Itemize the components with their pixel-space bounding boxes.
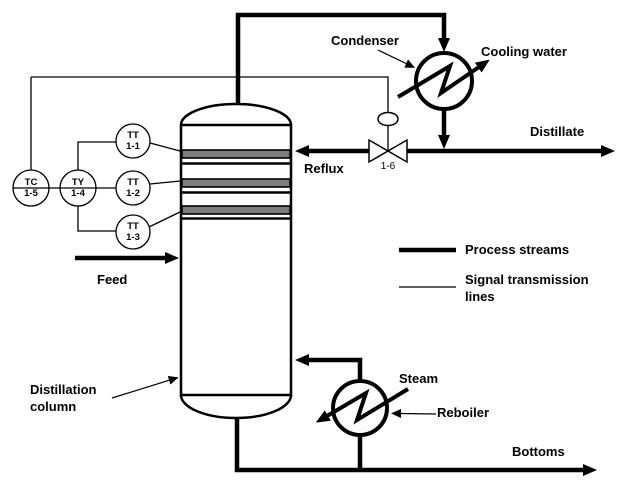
column-bottom-dome [179, 394, 293, 420]
column-shell [179, 123, 293, 397]
feed-label: Feed [97, 272, 128, 287]
instrument-tag-tc-1-5: TC 1-5 [9, 177, 53, 199]
column-pointer-arrow [111, 375, 179, 399]
column-top-dome [179, 102, 293, 126]
tt3-tag-number: 1-3 [126, 232, 140, 243]
tc-tag-number: 1-5 [24, 188, 38, 199]
steam-label: Steam [399, 371, 439, 386]
bottoms-label: Bottoms [512, 444, 565, 459]
legend-process-streams-label: Process streams [465, 242, 570, 257]
bottoms-line [234, 417, 597, 476]
reflux-label: Reflux [304, 161, 344, 176]
condenser-pointer-arrow [377, 49, 416, 68]
tt3-tag-letters: TT [127, 221, 139, 232]
legend-signal-lines-line1: Signal transmission [465, 272, 589, 287]
legend-signal-lines-label: Signal transmission lines [465, 271, 589, 305]
instrument-tag-tt-1-3: TT 1-3 [111, 221, 155, 243]
reboiler-return-pipe [295, 354, 363, 381]
tt2-tag-letters: TT [127, 177, 139, 188]
valve-actuator-icon [377, 111, 399, 127]
steam-zigzag-arrow [315, 387, 410, 425]
distillate-label: Distillate [530, 124, 585, 139]
reboiler-pointer-arrow [391, 409, 437, 419]
signal-line-ty-tt3 [77, 206, 116, 232]
signal-line-tc-to-valve [31, 76, 389, 113]
temperature-transmitter-3-circle [115, 214, 151, 250]
instrument-tag-tt-1-1: TT 1-1 [111, 130, 155, 152]
distillation-column-label: Distillation column [30, 381, 96, 415]
column-tray-2 [181, 178, 291, 188]
temperature-transmitter-1-circle [115, 123, 151, 159]
reboiler-label: Reboiler [437, 405, 490, 420]
column-tray-1 [181, 149, 291, 159]
overhead-vapor-pipe [235, 12, 450, 105]
ty-tag-number: 1-4 [71, 188, 85, 199]
signal-line-tt3-tray [148, 211, 181, 228]
legend-signal-lines-line2: lines [465, 289, 495, 304]
tc-tag-letters: TC [24, 177, 38, 188]
valve-right-wedge [386, 138, 408, 164]
ty-tag-letters: TY [71, 177, 85, 188]
distillation-column-label-line2: column [30, 399, 77, 414]
instrument-tag-ty-1-4: TY 1-4 [56, 177, 100, 199]
distillation-column-label-line1: Distillation [30, 382, 97, 397]
instrument-tag-tt-1-2: TT 1-2 [111, 177, 155, 199]
valve-tag-1-6: 1-6 [380, 161, 396, 172]
signal-line-tt1-tray [149, 142, 181, 152]
cooling-water-zigzag-arrow [396, 59, 490, 99]
tt1-tag-number: 1-1 [126, 141, 140, 152]
column-tray-3 [181, 205, 291, 215]
valve-left-wedge [368, 138, 390, 164]
cooling-water-label: Cooling water [481, 44, 567, 59]
condenser-label: Condenser [331, 33, 399, 48]
tt1-tag-letters: TT [127, 130, 139, 141]
tt2-tag-number: 1-2 [126, 188, 140, 199]
signal-line-ty-tt1 [77, 141, 116, 170]
signal-line-tt2-tray [149, 180, 181, 185]
